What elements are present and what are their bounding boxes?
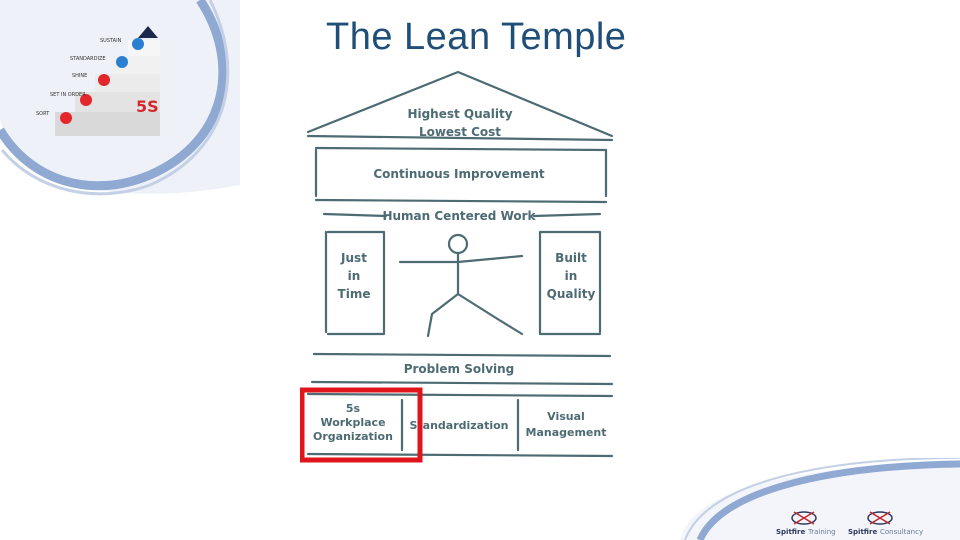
continuous-improvement-label: Continuous Improvement xyxy=(373,167,545,181)
warrior-pose-figure xyxy=(398,233,524,338)
left-pillar-line3: Time xyxy=(338,287,371,301)
foundation-frame xyxy=(306,392,614,458)
foundation-5s-line1: 5s xyxy=(346,402,361,415)
temple-roof xyxy=(306,70,614,138)
spitfire-consultancy-logo: Spitfire Consultancy xyxy=(848,511,923,536)
problem-solving-label: Problem Solving xyxy=(404,362,515,376)
left-pillar-line1: Just xyxy=(340,251,367,265)
human-centered-work-label: Human Centered Work xyxy=(382,209,536,223)
corner-arc xyxy=(0,0,228,191)
svg-text:Spitfire: Spitfire xyxy=(848,528,877,536)
left-pillar-line2: in xyxy=(348,269,361,283)
standardization-label: Standardization xyxy=(409,419,508,432)
right-pillar-line3: Quality xyxy=(547,287,596,301)
visual-management-line1: Visual xyxy=(547,410,585,423)
corner-arc-bottom xyxy=(696,460,960,540)
5s-stairs-graphic: SORT SET IN ORDER SHINE STANDARDIZE SUST… xyxy=(36,26,160,136)
stair-label-sort: SORT xyxy=(36,111,50,117)
top-left-corner-graphic: SORT SET IN ORDER SHINE STANDARDIZE SUST… xyxy=(0,0,240,196)
svg-text:Consultancy: Consultancy xyxy=(880,528,923,536)
up-arrow-icon xyxy=(138,26,158,38)
roof-text-line1: Highest Quality xyxy=(407,107,512,121)
right-pillar-line2: in xyxy=(565,269,578,283)
foundation-5s-line2: Workplace xyxy=(320,416,385,429)
highlight-box xyxy=(300,387,423,463)
slide-title: The Lean Temple xyxy=(326,16,627,58)
5s-badge: 5S xyxy=(136,97,159,116)
left-pillar xyxy=(324,230,386,336)
spitfire-training-logo: Spitfire Training xyxy=(776,511,836,536)
roof-text-line2: Lowest Cost xyxy=(419,125,501,139)
beam-box xyxy=(314,148,608,198)
visual-management-line2: Management xyxy=(526,426,607,439)
stair-label-sustain: SUSTAIN xyxy=(100,38,122,44)
stair-label-standardize: STANDARDIZE xyxy=(70,56,106,62)
svg-text:Training: Training xyxy=(807,528,836,536)
stair-label-set-in-order: SET IN ORDER xyxy=(50,92,86,98)
stair-label-shine: SHINE xyxy=(72,73,87,79)
right-pillar xyxy=(538,230,602,336)
lean-temple-diagram: Highest Quality Lowest Cost Continuous I… xyxy=(300,70,614,463)
right-pillar-line1: Built xyxy=(555,251,587,265)
foundation-5s-line3: Organization xyxy=(313,430,393,443)
svg-text:Spitfire: Spitfire xyxy=(776,528,805,536)
bottom-right-corner-graphic: Spitfire Training Spitfire Consultancy xyxy=(680,458,960,540)
